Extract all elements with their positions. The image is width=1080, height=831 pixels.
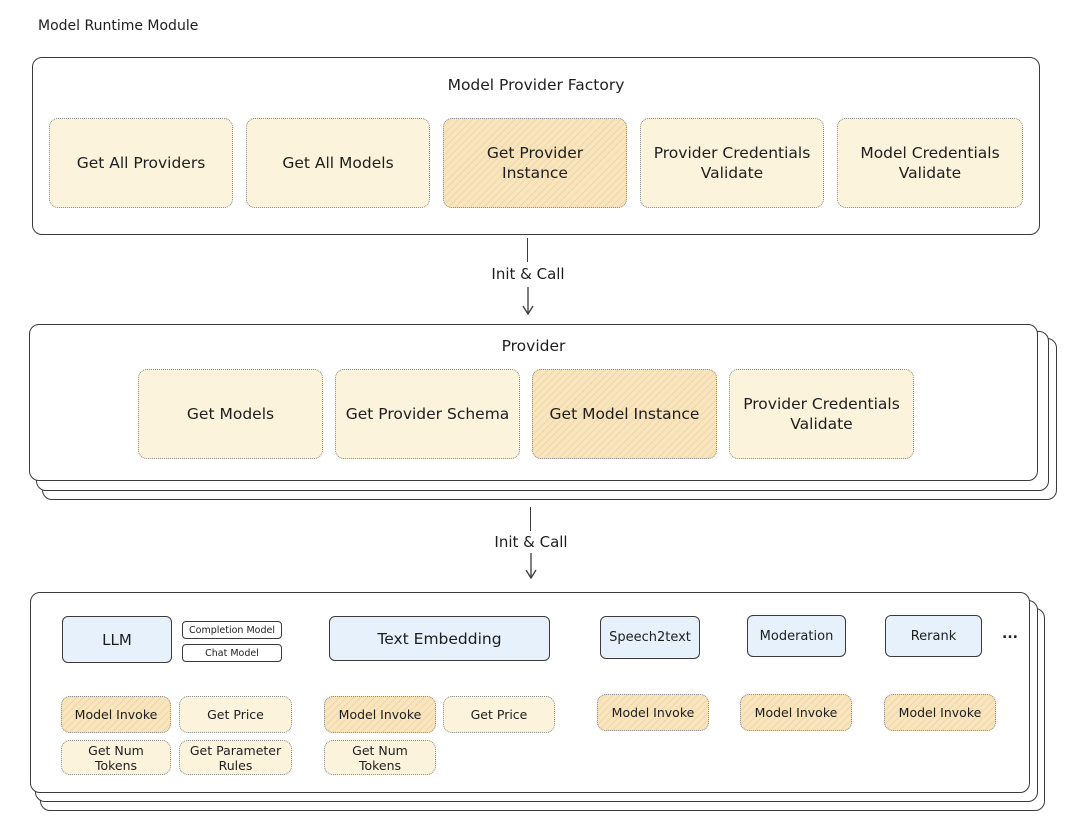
arrow-down-icon — [522, 287, 534, 316]
get-provider-schema-box: Get Provider Schema — [335, 369, 520, 459]
llm-get-num-tokens-box: Get Num Tokens — [61, 740, 171, 775]
module-title: Model Runtime Module — [38, 18, 199, 34]
speech2text-box: Speech2text — [600, 616, 700, 659]
llm-get-parameter-rules-box: Get Parameter Rules — [179, 740, 292, 775]
get-provider-instance-box: Get Provider Instance — [443, 118, 627, 208]
speech2text-model-invoke-box: Model Invoke — [597, 694, 709, 731]
provider-credentials-validate-box: Provider Credentials Validate — [729, 369, 914, 459]
get-models-box: Get Models — [138, 369, 323, 459]
get-model-instance-box: Get Model Instance — [532, 369, 717, 459]
connector-line-1 — [527, 238, 529, 262]
more-models-ellipsis: ... — [1002, 626, 1018, 642]
embedding-get-num-tokens-box: Get Num Tokens — [324, 740, 436, 775]
embedding-get-price-box: Get Price — [443, 696, 555, 733]
factory-title: Model Provider Factory — [447, 76, 625, 94]
model-credentials-validate-box: Model Credentials Validate — [837, 118, 1023, 208]
rerank-box: Rerank — [885, 615, 982, 657]
moderation-model-invoke-box: Model Invoke — [740, 694, 852, 731]
connector-label-1: Init & Call — [491, 265, 565, 283]
get-all-models-box: Get All Models — [246, 118, 430, 208]
completion-model-box: Completion Model — [182, 621, 282, 639]
llm-box: LLM — [62, 616, 172, 663]
chat-model-box: Chat Model — [182, 644, 282, 662]
llm-model-invoke-box: Model Invoke — [61, 696, 171, 733]
rerank-model-invoke-box: Model Invoke — [884, 694, 996, 731]
get-all-providers-box: Get All Providers — [49, 118, 233, 208]
moderation-box: Moderation — [747, 615, 846, 657]
embedding-model-invoke-box: Model Invoke — [324, 696, 436, 733]
llm-get-price-box: Get Price — [179, 696, 292, 733]
connector-label-2: Init & Call — [494, 533, 568, 551]
factory-provider-credentials-validate-box: Provider Credentials Validate — [640, 118, 824, 208]
connector-line-2 — [530, 507, 532, 531]
arrow-down-icon — [525, 553, 537, 580]
text-embedding-box: Text Embedding — [329, 616, 550, 661]
provider-title: Provider — [501, 337, 566, 355]
